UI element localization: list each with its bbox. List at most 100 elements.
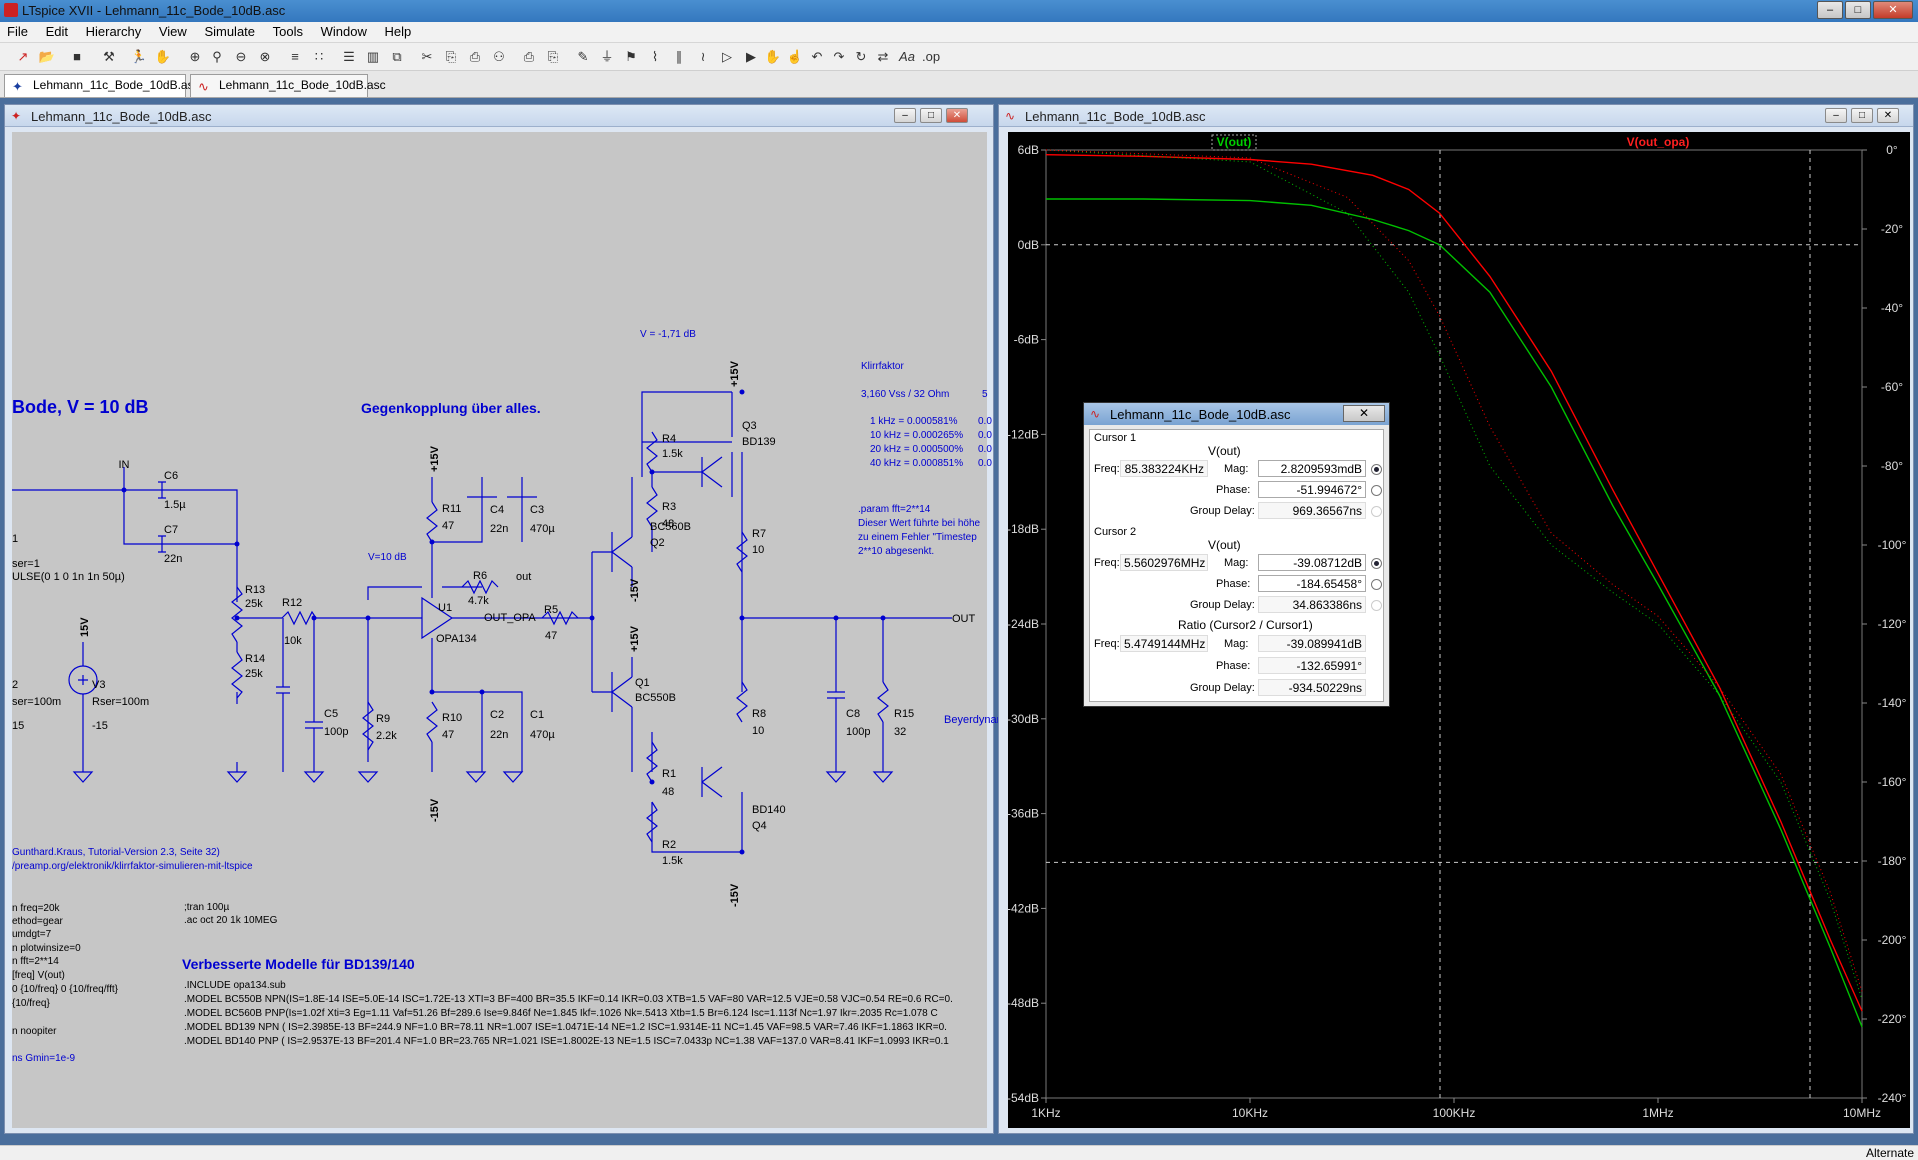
legend-vout-opa[interactable]: V(out_opa) bbox=[1627, 135, 1690, 149]
cursor2-phase-field[interactable]: -184.65458° bbox=[1258, 575, 1366, 592]
cursor2-gd-field[interactable]: 34.863386ns bbox=[1258, 596, 1366, 613]
minimize-button[interactable]: – bbox=[1817, 1, 1843, 19]
menu-help[interactable]: Help bbox=[384, 24, 412, 39]
schematic-restore-button[interactable]: □ bbox=[920, 108, 942, 123]
cursor1-freq-field[interactable]: 85.383224KHz bbox=[1120, 460, 1208, 477]
pan-icon[interactable]: ⚲ bbox=[212, 49, 222, 64]
v3-value: -15 bbox=[92, 720, 108, 732]
restore-button[interactable]: □ bbox=[1845, 1, 1871, 19]
capacitor-icon[interactable]: ∥ bbox=[675, 49, 683, 64]
r2-value: 1.5k bbox=[662, 855, 683, 867]
r15-name: R15 bbox=[894, 708, 914, 720]
ground-icon[interactable]: ⏚ bbox=[600, 49, 614, 64]
cut-icon[interactable]: ✂ bbox=[421, 49, 433, 64]
schematic-canvas[interactable]: IN C6 1.5µ C7 22n R13 25k R14 25k R12 10… bbox=[12, 132, 1008, 1128]
left-cmd-4: n plotwinsize=0 bbox=[12, 943, 81, 954]
cursor1-mag-radio[interactable] bbox=[1371, 464, 1382, 475]
undo-icon[interactable]: ↶ bbox=[811, 49, 823, 64]
mark-icon[interactable]: ∷ bbox=[314, 49, 324, 64]
new-schematic-icon[interactable]: ↗ bbox=[17, 49, 29, 64]
print-preview-icon[interactable]: ⎘ bbox=[547, 49, 559, 64]
plot-restore-button[interactable]: □ bbox=[1851, 108, 1873, 123]
cursor-dialog-body: Cursor 1 V(out) Freq: 85.383224KHz Mag: … bbox=[1089, 429, 1384, 702]
label-net-icon[interactable]: ⚑ bbox=[625, 49, 637, 64]
cursor1-phase-radio[interactable] bbox=[1371, 485, 1382, 496]
zoom-out-icon[interactable]: ⊖ bbox=[235, 49, 247, 64]
mirror-icon[interactable]: ⇄ bbox=[877, 49, 889, 64]
resistor-icon[interactable]: ⌇ bbox=[651, 49, 659, 64]
plot-close-button[interactable]: ✕ bbox=[1877, 108, 1899, 123]
redo-icon[interactable]: ↷ bbox=[833, 49, 845, 64]
v3-rser: Rser=100m bbox=[92, 696, 149, 708]
close-button[interactable]: ✕ bbox=[1873, 1, 1913, 19]
halt-icon[interactable]: ✋ bbox=[154, 49, 172, 64]
zoom-fit-icon[interactable]: ⊗ bbox=[259, 49, 271, 64]
cursor2-freq-field[interactable]: 5.5602976MHz bbox=[1120, 554, 1208, 571]
r1-value: 48 bbox=[662, 786, 674, 798]
tile-horizontal-icon[interactable]: ☰ bbox=[343, 49, 355, 64]
y-left-tick-label: -30dB bbox=[1007, 712, 1039, 726]
rotate-icon[interactable]: ↻ bbox=[855, 49, 867, 64]
menu-hierarchy[interactable]: Hierarchy bbox=[85, 24, 142, 39]
cursor1-phase-field[interactable]: -51.994672° bbox=[1258, 481, 1366, 498]
y-right-tick-label: -80° bbox=[1881, 459, 1903, 473]
paste-icon[interactable]: ⎙ bbox=[469, 49, 481, 64]
spice-directive-icon[interactable]: .op bbox=[922, 49, 941, 64]
v-note: V = -1,71 dB bbox=[640, 329, 696, 340]
ltspice-logo-icon bbox=[4, 3, 18, 17]
cursor1-freq-label: Freq: bbox=[1094, 463, 1120, 475]
run-icon[interactable]: 🏃 bbox=[130, 49, 148, 64]
legend-vout[interactable]: V(out) bbox=[1217, 135, 1252, 149]
plot-minimize-button[interactable]: – bbox=[1825, 108, 1847, 123]
y-left-tick-label: 6dB bbox=[1018, 143, 1039, 157]
model-line-5: .MODEL BD140 PNP ( IS=2.9537E-13 BF=201.… bbox=[184, 1036, 949, 1047]
cursor1-gd-radio[interactable] bbox=[1371, 506, 1382, 517]
menu-window[interactable]: Window bbox=[320, 24, 367, 39]
tile-vertical-icon[interactable]: ▥ bbox=[366, 49, 380, 64]
model-line-3: .MODEL BC560B PNP(Is=1.02f Xti=3 Eg=1.11… bbox=[184, 1008, 938, 1019]
net-label-p15-b: +15V bbox=[729, 360, 741, 387]
y-right-tick-label: -100° bbox=[1878, 538, 1907, 552]
cascade-icon[interactable]: ⧉ bbox=[392, 49, 402, 64]
cursor2-mag-radio[interactable] bbox=[1371, 558, 1382, 569]
tab-waveform[interactable]: ∿ Lehmann_11c_Bode_10dB.asc bbox=[190, 74, 386, 97]
inductor-icon[interactable]: ≀ bbox=[700, 49, 706, 64]
r8-name: R8 bbox=[752, 708, 766, 720]
print-icon[interactable]: ⎙ bbox=[523, 49, 535, 64]
zoom-in-icon[interactable]: ⊕ bbox=[189, 49, 201, 64]
cursor1-mag-field[interactable]: 2.8209593mdB bbox=[1258, 460, 1366, 477]
schematic-minimize-button[interactable]: – bbox=[894, 108, 916, 123]
ratio-freq-label: Freq: bbox=[1094, 638, 1120, 650]
cursor1-gd-field[interactable]: 969.36567ns bbox=[1258, 502, 1366, 519]
control-panel-icon[interactable]: ⚒ bbox=[103, 49, 115, 64]
tab-schematic[interactable]: ✦ Lehmann_11c_Bode_10dB.asc bbox=[4, 74, 200, 97]
menu-edit[interactable]: Edit bbox=[45, 24, 68, 39]
cursor2-mag-field[interactable]: -39.08712dB bbox=[1258, 554, 1366, 571]
menu-file[interactable]: File bbox=[7, 24, 28, 39]
save-icon[interactable]: ■ bbox=[73, 49, 81, 64]
diode-icon[interactable]: ▷ bbox=[722, 49, 732, 64]
component-icon[interactable]: ▶ bbox=[746, 49, 756, 64]
r6-value: 4.7k bbox=[468, 595, 489, 607]
find-icon[interactable]: ⚇ bbox=[493, 49, 505, 64]
c3-name: C3 bbox=[530, 504, 544, 516]
autorange-icon[interactable]: ≡ bbox=[291, 49, 299, 64]
v-note-2: V=10 dB bbox=[368, 552, 407, 563]
menu-view[interactable]: View bbox=[158, 24, 187, 39]
text-icon[interactable]: Aa bbox=[899, 49, 915, 64]
wire-icon[interactable]: ✎ bbox=[577, 49, 589, 64]
cursor-dialog-close-button[interactable]: ✕ bbox=[1343, 405, 1385, 422]
open-icon[interactable]: 📂 bbox=[38, 49, 56, 64]
cursor2-gd-radio[interactable] bbox=[1371, 600, 1382, 611]
model-line-4: .MODEL BD139 NPN ( IS=2.3985E-13 BF=244.… bbox=[184, 1022, 947, 1033]
cursor2-phase-radio[interactable] bbox=[1371, 579, 1382, 590]
drag-icon[interactable]: ☝ bbox=[786, 49, 804, 64]
move-icon[interactable]: ✋ bbox=[764, 49, 782, 64]
v2-value: 15 bbox=[12, 720, 24, 732]
menu-tools[interactable]: Tools bbox=[272, 24, 303, 39]
cursor1-phase-label: Phase: bbox=[1216, 484, 1251, 496]
copy-icon[interactable]: ⎘ bbox=[445, 49, 457, 64]
y-right-tick-label: -60° bbox=[1881, 380, 1903, 394]
menu-simulate[interactable]: Simulate bbox=[204, 24, 256, 39]
schematic-close-button[interactable]: ✕ bbox=[946, 108, 968, 123]
